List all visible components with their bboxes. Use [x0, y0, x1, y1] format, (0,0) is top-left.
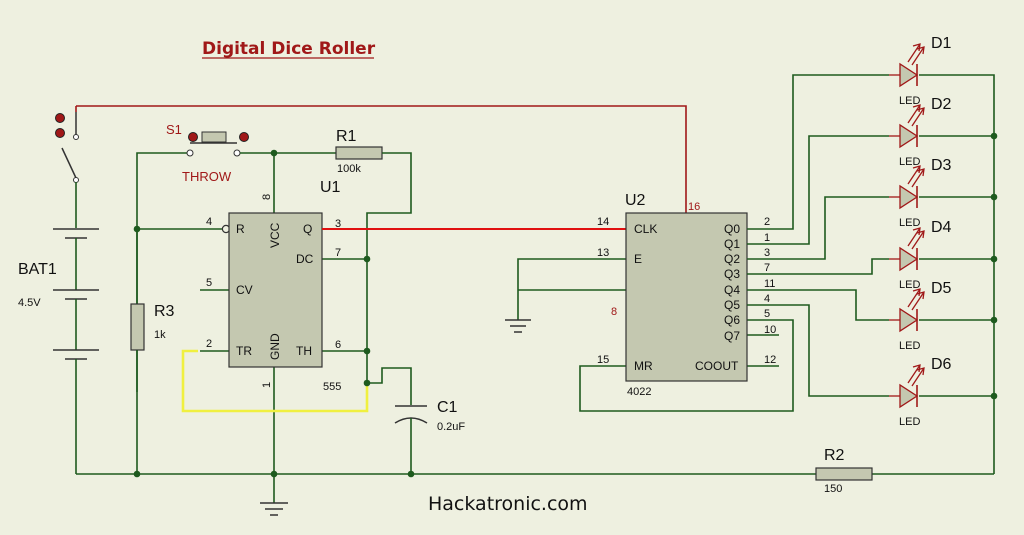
- u2-num-1: 1: [764, 232, 770, 244]
- u2-pin-mr: MR: [634, 359, 653, 373]
- u2-pin-q3: Q3: [724, 267, 740, 281]
- led-d5: D5 LED: [889, 280, 952, 352]
- led-d4-ref: D4: [931, 219, 952, 236]
- led-d4: D4 LED: [889, 219, 952, 291]
- r2-value: 150: [824, 483, 842, 495]
- u1-num-1: 1: [261, 382, 273, 388]
- trigger-highlight-wire: [181, 349, 369, 413]
- u2-num-13: 13: [597, 247, 609, 259]
- u2-num-12: 12: [764, 354, 776, 366]
- led-feed-wires: [747, 74, 889, 397]
- u2-num-5: 5: [764, 308, 770, 320]
- battery-ref: BAT1: [18, 261, 57, 278]
- u2-pin-q6: Q6: [724, 313, 740, 327]
- u2-ref: U2: [625, 192, 646, 209]
- u1-num-7: 7: [335, 247, 341, 259]
- u2-pin-q0: Q0: [724, 222, 740, 236]
- resistor-r3: R3 1k: [130, 229, 175, 474]
- battery-value: 4.5V: [18, 297, 41, 309]
- u2-num-10: 10: [764, 324, 776, 336]
- led-d5-ref: D5: [931, 280, 952, 297]
- led-d1-type: LED: [899, 95, 920, 107]
- u2-pin-coout: COOUT: [695, 359, 739, 373]
- u2-num-11: 11: [764, 278, 775, 290]
- vcc-rail: [75, 105, 687, 213]
- u1-pin-vcc: VCC: [268, 222, 282, 248]
- diagram-title: Digital Dice Roller: [202, 39, 376, 59]
- r3-ref: R3: [154, 303, 175, 320]
- u2-pin-q1: Q1: [724, 237, 740, 251]
- led-d2-ref: D2: [931, 96, 952, 113]
- u2-pin-clk: CLK: [634, 222, 657, 236]
- switch-ref: S1: [166, 122, 182, 137]
- u1-pin-tr: TR: [236, 344, 252, 358]
- r1-ref: R1: [336, 128, 357, 145]
- u1-pin-th: TH: [296, 344, 312, 358]
- u2-pin-e: E: [634, 252, 642, 266]
- u1-pin-gnd: GND: [268, 333, 282, 360]
- u2-num-16: 16: [688, 201, 700, 213]
- u2-pin-q5: Q5: [724, 298, 740, 312]
- power-switch: [55, 112, 79, 228]
- led-d2: D2 LED: [889, 96, 952, 168]
- u2-num-2: 2: [764, 216, 770, 228]
- battery-bat1: BAT1 4.5V: [18, 228, 99, 474]
- led-d6-ref: D6: [931, 356, 952, 373]
- u2-num-4: 4: [764, 293, 770, 305]
- u1-pin-cv: CV: [236, 283, 253, 297]
- led-d6-type: LED: [899, 416, 920, 428]
- led-d2-type: LED: [899, 156, 920, 168]
- u2-num-7: 7: [764, 262, 770, 274]
- led-d3-ref: D3: [931, 157, 952, 174]
- u2-num-15: 15: [597, 354, 609, 366]
- ic-555-u1: U1 555 R CV TR Q DC TH VCC GND 4 5 2 3 7…: [137, 153, 371, 474]
- u1-num-4: 4: [206, 216, 212, 228]
- u2-pin-q4: Q4: [724, 283, 740, 297]
- throw-switch-s1: S1 THROW: [136, 122, 336, 392]
- led-d6: D6 LED: [889, 356, 952, 428]
- c1-ref: C1: [437, 399, 458, 416]
- u1-pin-dc: DC: [296, 252, 314, 266]
- u2-pin-q7: Q7: [724, 329, 740, 343]
- led-d3-type: LED: [899, 217, 920, 229]
- ground-rail: [76, 470, 994, 503]
- u2-num-8: 8: [611, 306, 617, 318]
- led-common-bus: [919, 74, 998, 474]
- ground-symbol: [260, 502, 288, 516]
- switch-label: THROW: [182, 169, 232, 184]
- u1-part: 555: [323, 381, 341, 393]
- u2-num-3: 3: [764, 247, 770, 259]
- u1-num-2: 2: [206, 338, 212, 350]
- led-d4-type: LED: [899, 279, 920, 291]
- resistor-r2: R2 150: [815, 447, 873, 495]
- r1-value: 100k: [337, 163, 361, 175]
- c1-value: 0.2uF: [437, 421, 465, 433]
- u1-num-5: 5: [206, 277, 212, 289]
- capacitor-c1: C1 0.2uF: [363, 367, 465, 474]
- u2-num-14: 14: [597, 216, 609, 228]
- u1-num-8: 8: [261, 194, 273, 200]
- ic-4022-u2: U2 4022 16 8 CLK E MR COOUT Q0 Q1 Q2 Q3 …: [505, 192, 794, 412]
- led-d5-type: LED: [899, 340, 920, 352]
- u1-ref: U1: [320, 179, 341, 196]
- led-d1: D1 LED: [889, 35, 952, 107]
- r2-ref: R2: [824, 447, 845, 464]
- resistor-r1: R1 100k: [335, 128, 412, 383]
- site-watermark: Hackatronic.com: [428, 493, 588, 515]
- led-d1-ref: D1: [931, 35, 952, 52]
- u1-pin-q: Q: [303, 222, 312, 236]
- u1-pin-r: R: [236, 222, 245, 236]
- r3-value: 1k: [154, 329, 166, 341]
- u2-pin-q2: Q2: [724, 252, 740, 266]
- u1-num-3: 3: [335, 218, 341, 230]
- led-d3: D3 LED: [889, 157, 952, 229]
- u2-part: 4022: [627, 386, 651, 398]
- u1-num-6: 6: [335, 339, 341, 351]
